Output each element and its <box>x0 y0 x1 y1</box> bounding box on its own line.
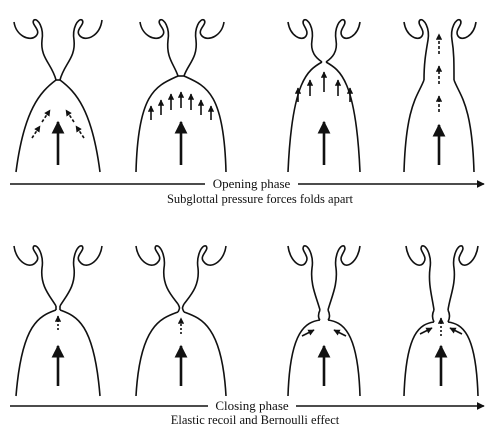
lower-left-wall <box>136 312 178 396</box>
lower-left-wall <box>16 80 56 172</box>
upper-right-fold <box>60 20 102 80</box>
lower-left-wall <box>404 322 434 396</box>
bernoulli-arrow <box>420 328 432 334</box>
upper-left-fold <box>140 20 178 76</box>
bernoulli-arrow <box>302 330 314 336</box>
opening-panel-4 <box>404 20 476 172</box>
lower-right-wall <box>60 310 100 396</box>
lower-right-wall <box>326 62 360 172</box>
opening-phase-caption: Subglottal pressure forces folds apart <box>110 192 410 207</box>
upper-right-fold <box>60 246 102 306</box>
closing-phase-caption: Elastic recoil and Bernoulli effect <box>110 413 400 428</box>
lower-left-wall <box>404 80 424 172</box>
opening-panel-3 <box>288 20 360 172</box>
upper-right-fold <box>328 246 360 310</box>
upper-left-fold <box>14 246 56 306</box>
lower-left-wall <box>288 320 320 396</box>
opening-phase-title: Opening phase <box>205 176 298 192</box>
wall-arrow <box>66 110 74 122</box>
bernoulli-arrow <box>450 328 462 334</box>
closing-panel-1 <box>14 246 102 396</box>
wall-arrow <box>76 126 84 138</box>
wall-arrow <box>32 126 40 138</box>
lower-right-wall <box>454 80 474 172</box>
lower-left-wall <box>136 76 178 172</box>
upper-left-fold <box>406 246 434 310</box>
upper-left-fold <box>288 246 320 310</box>
opening-panel-2 <box>136 20 226 172</box>
lower-left-wall <box>288 62 322 172</box>
lower-right-wall <box>184 312 226 396</box>
closing-panel-2 <box>136 246 226 396</box>
closing-panel-3 <box>288 246 360 396</box>
wall-arrow <box>42 110 50 122</box>
upper-left-fold <box>136 246 178 304</box>
upper-left-fold <box>288 20 322 62</box>
upper-left-fold <box>14 20 56 80</box>
upper-right-fold <box>184 246 226 304</box>
closing-phase-title: Closing phase <box>208 398 296 414</box>
closing-panel-4 <box>404 246 478 396</box>
lower-left-wall <box>16 310 56 396</box>
lower-right-wall <box>184 76 226 172</box>
lower-right-wall <box>60 80 100 172</box>
upper-left-fold <box>404 20 428 80</box>
lower-right-wall <box>328 320 360 396</box>
bernoulli-arrow <box>334 330 346 336</box>
upper-right-fold <box>448 246 478 310</box>
lower-right-wall <box>448 322 478 396</box>
upper-right-fold <box>184 20 224 76</box>
upper-right-fold <box>452 20 476 80</box>
upper-right-fold <box>326 20 360 62</box>
opening-panel-1 <box>14 20 102 172</box>
